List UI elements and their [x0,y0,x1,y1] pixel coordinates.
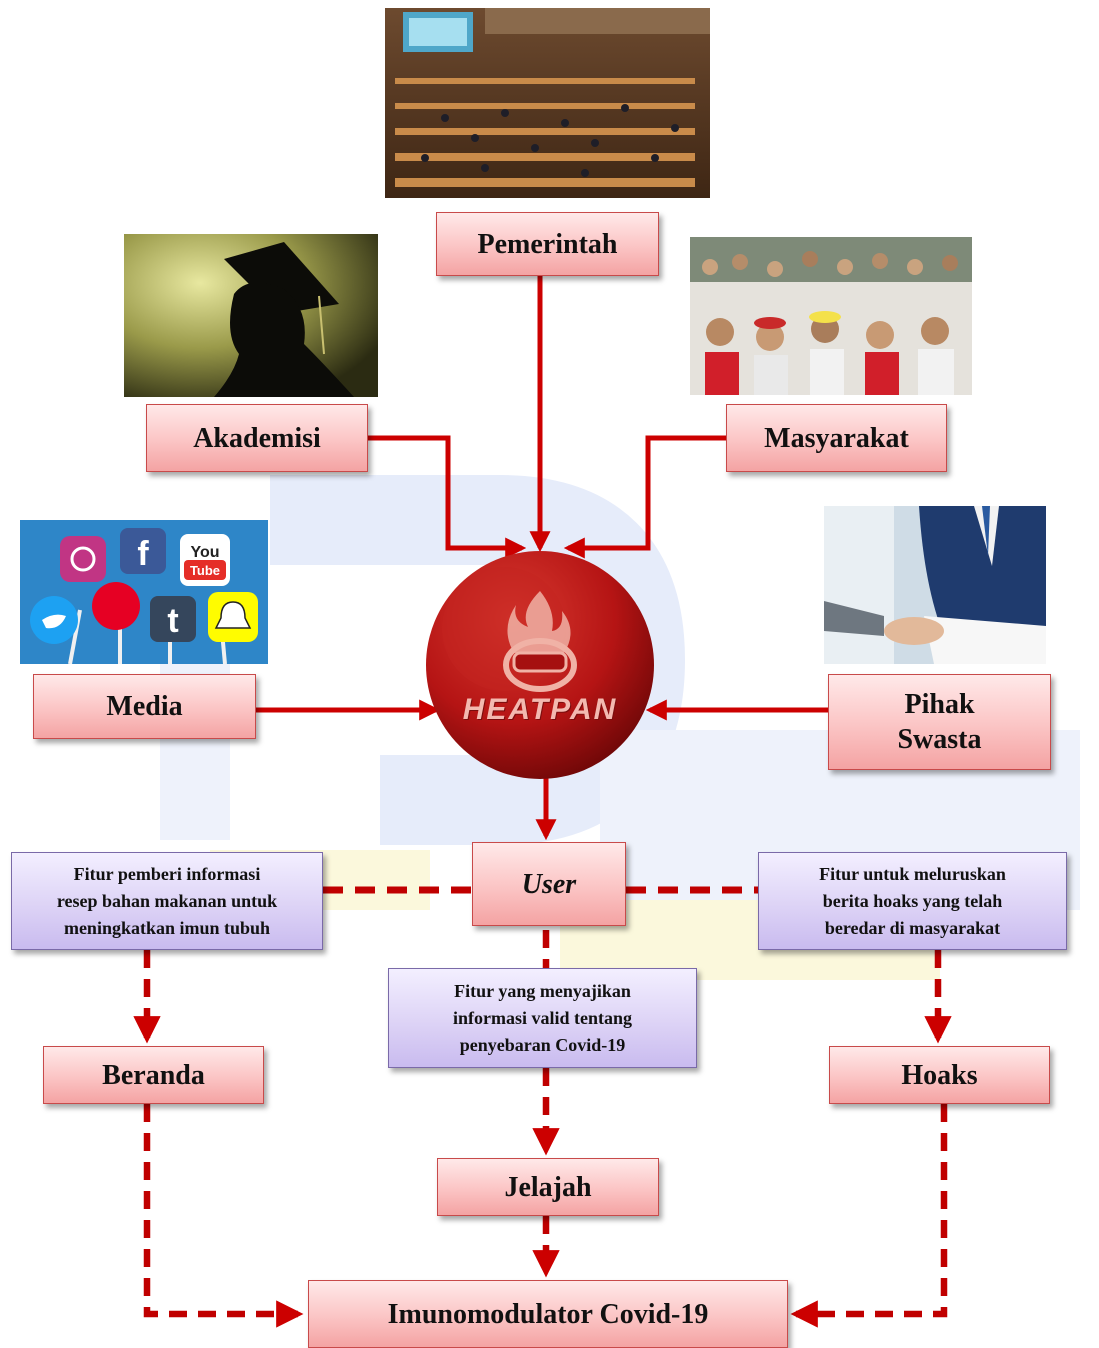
jelajah-label: Jelajah [504,1171,592,1203]
masyarakat-label: Masyarakat [764,422,909,454]
pemerintah-label: Pemerintah [477,228,618,260]
heatpan-logo-text: HEATPAN [462,693,618,726]
pihak-swasta-label-line2: Swasta [897,724,982,755]
feature-middle-line-2: informasi valid tentang [452,1007,632,1028]
arrow-hoaks-to-result [790,1104,948,1328]
result-box: Imunomodulator Covid-19 [308,1280,788,1348]
feature-middle-line-3: penyebaran Covid-19 [459,1034,626,1055]
feature-right-line-2: berita hoaks yang telah [822,890,1003,911]
feature-middle-box: Fitur yang menyajikan informasi valid te… [388,968,697,1068]
instagram-icon [60,536,106,582]
facebook-glyph: f [137,535,149,573]
arrow-masyarakat [563,435,726,559]
beranda-box: Beranda [43,1046,264,1104]
result-label: Imunomodulator Covid-19 [387,1298,709,1330]
facebook-icon [120,528,166,574]
beranda-label: Beranda [102,1059,205,1091]
heatpan-logo: HEATPAN [424,549,656,781]
feature-middle-line-1: Fitur yang menyajikan [454,980,631,1001]
hoaks-label: Hoaks [901,1059,978,1091]
pinterest-icon [92,582,140,630]
media-box: Media [33,674,256,739]
masyarakat-box: Masyarakat [726,404,947,472]
pihak-swasta-label-line1: Pihak [904,689,975,720]
feature-right-line-3: beredar di masyarakat [824,917,1001,938]
social-media-photo: f You Tube t [20,520,268,664]
feature-left-box: Fitur pemberi informasi resep bahan maka… [11,852,323,950]
user-box: User [472,842,626,926]
feature-left-line-3: meningkatkan imun tubuh [63,917,271,938]
feature-right-line-1: Fitur untuk meluruskan [819,863,1006,884]
jelajah-box: Jelajah [437,1158,659,1216]
pihak-swasta-box: Pihak Swasta [828,674,1051,770]
parliament-photo [385,8,710,198]
youtube-glyph-line2: Tube [190,563,220,578]
tumblr-icon [150,596,196,642]
feature-right-box: Fitur untuk meluruskan berita hoaks yang… [758,852,1067,950]
pemerintah-box: Pemerintah [436,212,659,276]
media-label: Media [106,691,183,722]
akademisi-label: Akademisi [193,422,321,454]
business-photo [824,506,1046,664]
tumblr-glyph: t [167,602,178,640]
graduate-photo [124,234,378,397]
arrow-akademisi [368,435,527,559]
arrow-beranda-to-result [143,1104,304,1328]
crowd-photo [690,237,972,395]
user-label: User [521,868,577,900]
youtube-glyph-line1: You [190,544,219,561]
akademisi-box: Akademisi [146,404,368,472]
feature-left-line-1: Fitur pemberi informasi [73,863,261,884]
hoaks-box: Hoaks [829,1046,1050,1104]
feature-left-line-2: resep bahan makanan untuk [56,890,278,911]
